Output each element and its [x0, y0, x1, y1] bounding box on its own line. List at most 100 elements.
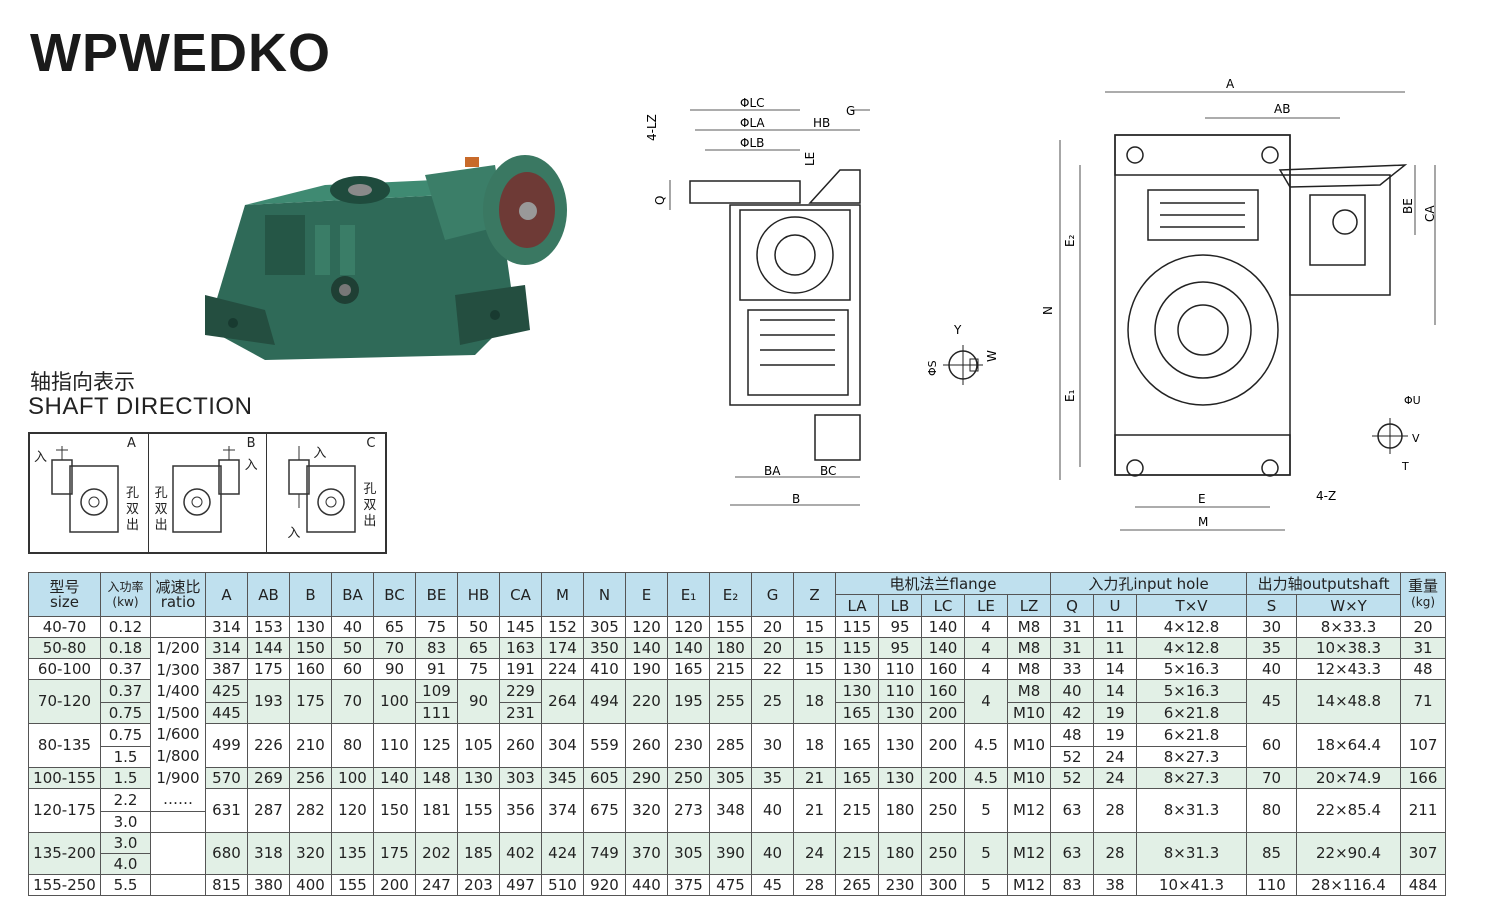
- cell-b: 175: [289, 679, 332, 724]
- cell-wxy: 10×38.3: [1296, 637, 1402, 659]
- cell-txv: 8×27.3: [1136, 766, 1248, 789]
- cell-ca: 402: [499, 831, 542, 875]
- direction-letter-a: A: [127, 436, 136, 451]
- table-row: 80-135 0.75 499 226 210 80 110 125 105 2…: [28, 722, 1447, 768]
- cell-m: 345: [541, 766, 584, 789]
- cell-q: 63: [1050, 787, 1095, 833]
- cell-txv: 8×31.3: [1136, 787, 1248, 833]
- cell-la: 130: [835, 658, 879, 680]
- header-la: LA: [835, 594, 879, 617]
- cell-power: 5.5: [100, 873, 151, 896]
- cell-b: 130: [289, 616, 332, 638]
- cell-power: 0.12: [100, 616, 151, 638]
- cell-wxy: 14×48.8: [1296, 679, 1402, 724]
- table-row: 3.0: [29, 810, 1446, 833]
- cell-e: 440: [625, 873, 668, 896]
- cell-be: 111: [415, 701, 458, 724]
- cell-lz: M10: [1006, 766, 1052, 789]
- header-hb: HB: [457, 572, 500, 617]
- dim-label-lb: ΦLB: [740, 136, 764, 150]
- cell-e: 260: [625, 722, 668, 768]
- cell-la: 115: [835, 637, 879, 659]
- cell-m: 374: [541, 787, 584, 833]
- cell-le: 4: [964, 679, 1008, 724]
- page-title: WPWEDKO: [30, 23, 331, 83]
- dim-label-be: BE: [1401, 198, 1415, 214]
- header-weight-cn: 重量: [1408, 577, 1439, 595]
- cell-weight: 20: [1400, 616, 1447, 638]
- cell-wxy: 20×74.9: [1296, 766, 1402, 789]
- header-a: A: [205, 572, 248, 617]
- cell-ab: 153: [247, 616, 290, 638]
- ratio-value: 1/200: [156, 639, 200, 657]
- direction-input-label-c-bottom: 入: [287, 526, 301, 541]
- table-row: 60-100 0.37 387 175 160 60 90 91 75 191 …: [28, 658, 1447, 680]
- direction-output-label-b: 孔双出: [154, 486, 168, 533]
- cell-le: 4.5: [964, 766, 1008, 789]
- cell-e1: 250: [667, 766, 710, 789]
- cell-hb: 185: [457, 831, 500, 875]
- key-label-s: ΦS: [926, 360, 939, 376]
- dim-label-ca: CA: [1423, 205, 1437, 222]
- cell-weight: 31: [1400, 637, 1447, 659]
- cell-q: 40: [1050, 679, 1095, 703]
- cell-la: 165: [835, 722, 879, 768]
- dim-label-le: LE: [803, 152, 817, 166]
- cell-z: 21: [793, 766, 836, 789]
- cell-weight: 484: [1400, 873, 1447, 896]
- cell-lb: 95: [878, 637, 922, 659]
- cell-la: 165: [835, 766, 879, 789]
- cell-m: 424: [541, 831, 584, 875]
- cell-ba: 135: [331, 831, 374, 875]
- cell-be: 148: [415, 766, 458, 789]
- cell-s: 45: [1246, 679, 1298, 724]
- cell-ca: 303: [499, 766, 542, 789]
- direction-letter-b: B: [246, 436, 256, 451]
- cell-e: 320: [625, 787, 668, 833]
- cell-hb: 75: [457, 658, 500, 680]
- cell-txv: 6×21.8: [1136, 722, 1248, 747]
- cell-q: 63: [1050, 831, 1095, 875]
- cell-be: 125: [415, 722, 458, 768]
- cell-z: 18: [793, 679, 836, 724]
- cell-ca: 356: [499, 787, 542, 833]
- cell-lz: M12: [1006, 787, 1052, 833]
- cell-lb: 110: [878, 658, 922, 680]
- cell-bc: 140: [373, 766, 416, 789]
- cell-a: 314: [205, 637, 248, 659]
- cell-s: 60: [1246, 722, 1298, 768]
- cell-wxy: 28×116.4: [1296, 873, 1402, 896]
- cell-m: 304: [541, 722, 584, 768]
- cell-m: 174: [541, 637, 584, 659]
- cell-a: 499: [205, 722, 248, 768]
- cell-e2: 475: [709, 873, 752, 896]
- cell-q: 52: [1050, 766, 1095, 789]
- table-row: 50-80 0.18 1/200 1/300 1/400 1/500 1/600…: [28, 637, 1447, 812]
- cell-ba: 120: [331, 787, 374, 833]
- header-input-group: 入力孔input hole: [1050, 572, 1248, 595]
- cell-bc: 150: [373, 787, 416, 833]
- shaft-direction-b: B 入 孔双出: [149, 434, 268, 552]
- cell-ba: 100: [331, 766, 374, 789]
- cell-lb: 95: [878, 616, 922, 638]
- dim-label-lz: 4-LZ: [645, 114, 659, 141]
- cell-u: 24: [1093, 766, 1138, 789]
- cell-lc: 200: [921, 722, 965, 768]
- cell-lb: 230: [878, 873, 922, 896]
- cell-n: 605: [583, 766, 626, 789]
- header-ratio-cn: 减速比: [155, 577, 201, 596]
- cell-ab: 175: [247, 658, 290, 680]
- header-ca: CA: [499, 572, 542, 617]
- header-lz: LZ: [1006, 594, 1052, 617]
- cell-e: 140: [625, 637, 668, 659]
- cell-a: 314: [205, 616, 248, 638]
- cell-size: 120-175: [28, 787, 101, 833]
- cell-q: 48: [1050, 722, 1095, 747]
- header-g: G: [751, 572, 794, 617]
- cell-power: 0.75: [100, 722, 151, 747]
- cell-lc: 140: [921, 616, 965, 638]
- dim-label-e2: E₂: [1063, 234, 1077, 247]
- cell-be: 109: [415, 679, 458, 703]
